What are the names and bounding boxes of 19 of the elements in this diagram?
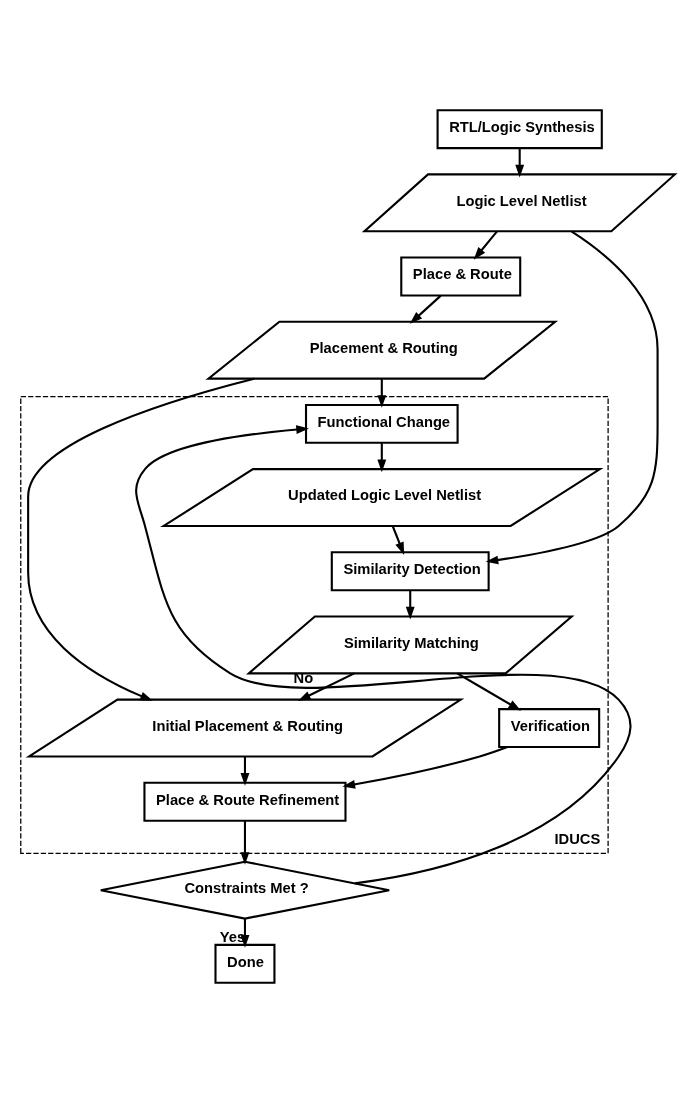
node-box: Done: [214, 943, 276, 984]
arrow: [240, 821, 250, 865]
arrow: [342, 746, 508, 789]
node-diamond: Constraints Met ?: [99, 860, 391, 920]
arrow: [515, 148, 525, 178]
arrow: [485, 230, 659, 565]
arrow: [456, 672, 522, 711]
node-box: Place & Route: [400, 256, 522, 297]
node-box: Similarity Detection: [330, 551, 490, 592]
arrow: [409, 294, 442, 324]
arrow: [298, 672, 355, 701]
arrow: [135, 425, 632, 885]
arrow: [391, 525, 405, 555]
node-box: Functional Change: [304, 403, 459, 444]
node-box: RTL/Logic Synthesis: [436, 109, 603, 150]
arrow: [473, 230, 498, 260]
node-box: Verification: [498, 708, 601, 749]
node-box: Place & Route Refinement: [143, 781, 347, 822]
arrow: [405, 590, 415, 620]
